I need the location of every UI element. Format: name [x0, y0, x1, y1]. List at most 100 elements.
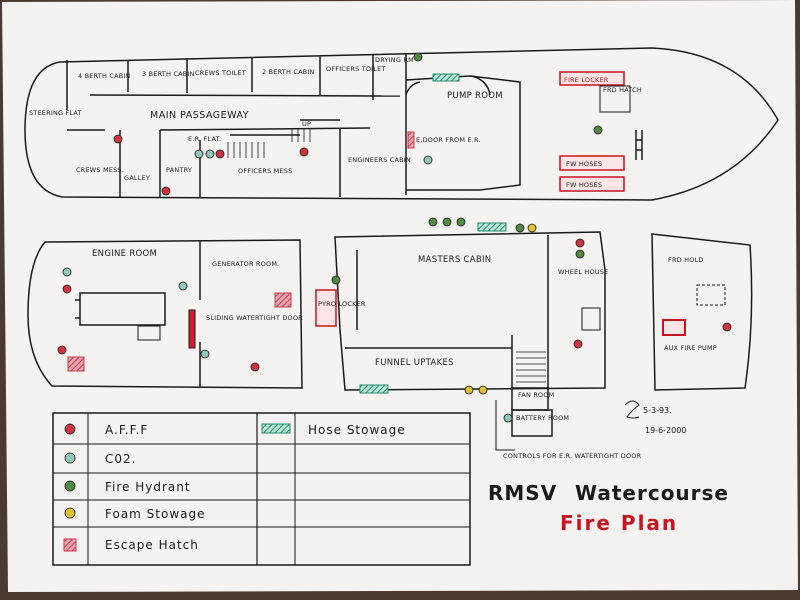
legend-hydrant-symbol	[64, 480, 76, 492]
e-door-label: E.DOOR FROM E.R.	[416, 136, 481, 144]
frd-hold-outline	[651, 233, 753, 391]
legend-afff-symbol	[64, 423, 76, 435]
frd-hold-label: FRD HOLD	[668, 256, 704, 264]
aux-fire-pump-label: AUX FIRE PUMP	[664, 344, 717, 352]
co2-marker	[178, 281, 188, 291]
funnel-uptakes-label: FUNNEL UPTAKES	[375, 358, 454, 368]
room-officers-mess: OFFICERS MESS	[238, 167, 292, 175]
afff-marker	[62, 284, 72, 294]
hydrant-marker	[442, 217, 452, 227]
afff-marker	[161, 186, 171, 196]
afff-marker	[57, 345, 67, 355]
legend-escape-symbol	[63, 538, 77, 552]
fw-hoses-label-2: FW HOSES	[566, 181, 602, 189]
er-flat-label: E.R. FLAT.	[188, 135, 221, 143]
center-outline	[334, 231, 606, 451]
vessel-prefix: RMSV	[488, 481, 557, 505]
afff-marker	[722, 322, 732, 332]
hydrant-marker	[331, 275, 341, 285]
controls-note: CONTROLS FOR E.R. WATERTIGHT DOOR	[503, 452, 642, 460]
legend-foam-symbol	[64, 507, 76, 519]
room-2-berth: 2 BERTH CABIN	[262, 68, 315, 76]
co2-marker	[503, 413, 513, 423]
generator-room-label: GENERATOR ROOM.	[212, 260, 279, 268]
stairs-center	[516, 351, 546, 383]
room-pump-room: PUMP ROOM	[447, 91, 503, 101]
foam-marker	[527, 223, 537, 233]
room-officers-toilet: OFFICERS TOILET	[326, 65, 386, 73]
sliding-door-label: SLIDING WATERTIGHT DOOR	[206, 314, 303, 322]
afff-marker	[113, 134, 123, 144]
signature-mark	[624, 400, 640, 419]
engine-room-outline	[27, 239, 303, 389]
hydrant-marker	[428, 217, 438, 227]
room-crews-mess: CREWS MESS.	[76, 166, 124, 174]
legend-co2-label: C02.	[105, 452, 136, 466]
hose-stowage-pump	[432, 73, 460, 82]
room-pantry: PANTRY	[166, 166, 192, 174]
hose-stowage-top	[477, 222, 507, 232]
room-3-berth: 3 BERTH CABIN	[142, 70, 195, 78]
hose-stowage-funnel	[359, 384, 389, 394]
battery-room-label: BATTERY ROOM	[516, 414, 569, 422]
escape-hatch-er	[67, 356, 85, 372]
sliding-door	[188, 309, 196, 349]
escape-hatch-pump	[407, 131, 415, 149]
upper-labels: STEERING FLAT 4 BERTH CABIN 3 BERTH CABI…	[29, 56, 642, 182]
hydrant-marker	[575, 249, 585, 259]
co2-marker	[62, 267, 72, 277]
afff-marker	[575, 238, 585, 248]
hydrant-marker	[593, 125, 603, 135]
main-passageway-label: MAIN PASSAGEWAY	[150, 110, 249, 121]
vessel-name: Watercourse	[575, 481, 729, 505]
upper-boxes: FIRE LOCKER FW HOSES FW HOSES	[407, 71, 631, 192]
escape-hatch-gen	[274, 292, 292, 308]
hydrant-marker	[413, 52, 423, 62]
afff-marker	[250, 362, 260, 372]
plan-symbols	[57, 52, 732, 423]
pyro-locker-label: PYRO LOCKER	[318, 300, 366, 308]
engine-room-label: ENGINE ROOM	[92, 249, 157, 259]
legend: A.F.F.F C02. Fire Hydrant Foam Stowage E…	[52, 412, 471, 566]
room-galley: GALLEY	[124, 174, 150, 182]
fire-locker-label: FIRE LOCKER	[564, 76, 609, 84]
upper-deck-outline	[24, 47, 779, 201]
legend-escape-label: Escape Hatch	[105, 538, 199, 552]
pyro-locker-box	[315, 289, 337, 327]
legend-co2-symbol	[64, 452, 76, 464]
fire-locker-box	[559, 71, 625, 86]
foam-marker	[464, 385, 474, 395]
legend-hose-label: Hose Stowage	[308, 423, 406, 437]
wheel-house-label: WHEEL HOUSE	[558, 268, 608, 276]
co2-marker	[423, 155, 433, 165]
aux-pump-box	[662, 319, 686, 336]
up-label: UP	[302, 120, 311, 128]
afff-marker	[573, 339, 583, 349]
legend-foam-label: Foam Stowage	[105, 507, 206, 521]
masters-cabin-label: MASTERS CABIN	[418, 255, 491, 265]
fw-hoses-box-2	[559, 176, 625, 192]
hydrant-marker	[456, 217, 466, 227]
plan-title: Fire Plan	[560, 511, 678, 535]
co2-marker	[194, 149, 204, 159]
co2-marker	[205, 149, 215, 159]
foam-marker	[478, 385, 488, 395]
legend-afff-label: A.F.F.F	[105, 423, 148, 437]
afff-marker	[299, 147, 309, 157]
title-block: RMSV Watercourse Fire Plan 5-3-93. 19-6-…	[488, 400, 729, 535]
room-steering-flat: STEERING FLAT	[29, 109, 82, 117]
fan-room-label: FAN ROOM	[518, 391, 554, 399]
room-engineers-cabin: ENGINEERS CABIN	[348, 156, 411, 164]
fw-hoses-box-1	[559, 155, 625, 171]
date-2: 19-6-2000	[645, 426, 686, 435]
legend-hydrant-label: Fire Hydrant	[105, 480, 191, 494]
stairs-upper	[227, 128, 311, 158]
co2-marker	[200, 349, 210, 359]
legend-hose-symbol	[261, 423, 291, 434]
room-drying: DRYING RM	[375, 56, 414, 64]
room-crews-toilet: CREWS TOILET	[195, 69, 246, 77]
frd-hatch-label: FRD HATCH	[603, 86, 642, 94]
date-1: 5-3-93.	[643, 406, 672, 415]
